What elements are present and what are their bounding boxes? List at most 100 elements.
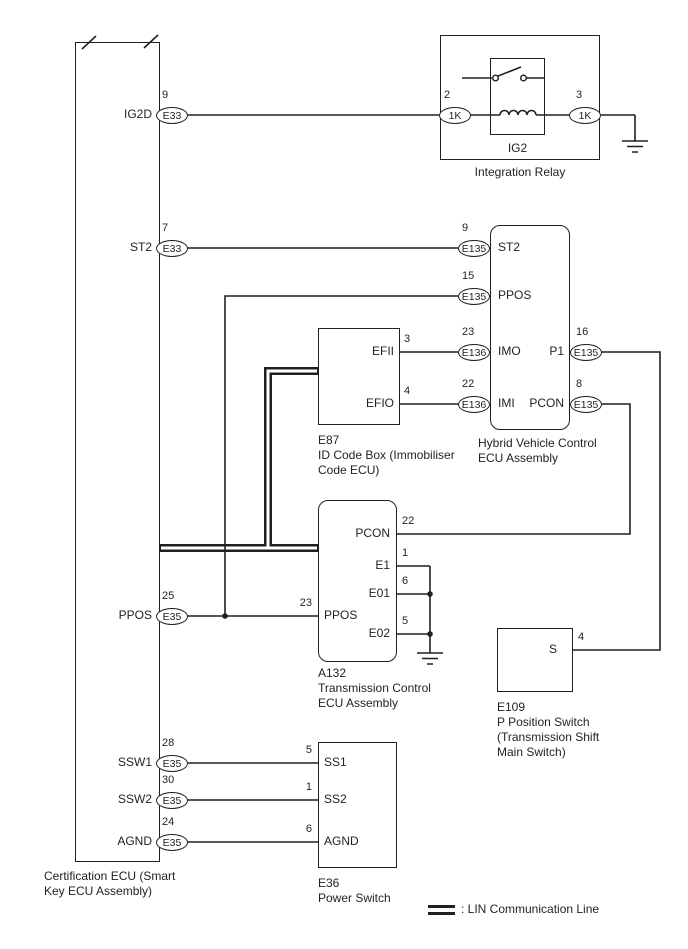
relay-switch-blade bbox=[497, 66, 522, 77]
wire-tcu-grounds bbox=[397, 565, 431, 653]
tcu-pin-pcon-number: 22 bbox=[402, 515, 415, 527]
relay-coil bbox=[499, 109, 537, 116]
ground-symbol-tcu bbox=[417, 652, 443, 665]
power-switch-box bbox=[318, 742, 397, 868]
hybrid-pin-p1-number: 16 bbox=[576, 326, 589, 338]
p-position-switch-box bbox=[497, 628, 573, 692]
relay-pin2-oval: 1K bbox=[439, 107, 471, 124]
relay-pin3-oval: 1K bbox=[569, 107, 601, 124]
relay-ig2-label: IG2 bbox=[507, 141, 528, 155]
lin-communication-line-core bbox=[161, 369, 317, 550]
cert-label-line2: Key ECU Assembly) bbox=[44, 884, 153, 898]
tcu-pin-e1-name: E1 bbox=[375, 558, 390, 572]
pswitch-s-label: S bbox=[549, 642, 558, 656]
tcu-pin-e02-name: E02 bbox=[368, 626, 390, 640]
junction-dot-e02 bbox=[427, 631, 433, 637]
cert-pin-agnd-name: AGND bbox=[117, 834, 152, 848]
hybrid-label-line1: Hybrid Vehicle Control bbox=[478, 436, 597, 450]
pswitch-label-line1: P Position Switch bbox=[497, 715, 590, 729]
idcode-label-line1: ID Code Box (Immobiliser bbox=[318, 448, 455, 462]
powerswitch-pin-ss1-number: 5 bbox=[305, 744, 312, 756]
hybrid-pin-ppos-name: PPOS bbox=[498, 288, 532, 302]
cert-pin-st2-number: 7 bbox=[162, 222, 169, 234]
pswitch-label-line3: Main Switch) bbox=[497, 745, 566, 759]
hybrid-conn-p1-oval: E135 bbox=[570, 344, 602, 361]
tcu-code: A132 bbox=[318, 666, 347, 680]
hybrid-pin-p1-name: P1 bbox=[549, 344, 564, 358]
relay-internal-wires bbox=[462, 77, 636, 141]
powerswitch-pin-ss1-name: SS1 bbox=[324, 755, 347, 769]
cert-pin-ssw2-name: SSW2 bbox=[117, 792, 152, 806]
hybrid-conn-st2-oval: E135 bbox=[458, 240, 490, 257]
hybrid-conn-pcon-oval: E135 bbox=[570, 396, 602, 413]
hybrid-conn-imo-oval: E136 bbox=[458, 344, 490, 361]
junction-dot-e01 bbox=[427, 591, 433, 597]
cert-conn-ssw2-oval: E35 bbox=[156, 792, 188, 809]
hybrid-pin-pcon-number: 8 bbox=[576, 378, 583, 390]
hybrid-pin-imo-name: IMO bbox=[498, 344, 521, 358]
powerswitch-pin-agnd-number: 6 bbox=[305, 823, 312, 835]
powerswitch-pin-agnd-name: AGND bbox=[324, 834, 359, 848]
hybrid-conn-ppos-oval: E135 bbox=[458, 288, 490, 305]
idcode-pin-efii-number: 3 bbox=[404, 333, 411, 345]
idcode-pin-efio-name: EFIO bbox=[365, 396, 394, 410]
wire-ppos bbox=[188, 295, 458, 617]
relay-symbol-box bbox=[490, 58, 545, 135]
junction-dot-ppos bbox=[222, 613, 228, 619]
idcode-code: E87 bbox=[318, 433, 340, 447]
cert-pin-ssw1-name: SSW1 bbox=[117, 755, 152, 769]
relay-pin2-number: 2 bbox=[444, 89, 451, 101]
powerswitch-pin-ss2-number: 1 bbox=[305, 781, 312, 793]
relay-contact-left bbox=[492, 74, 500, 82]
hybrid-pin-pcon-name: PCON bbox=[529, 396, 564, 410]
pswitch-pin-number: 4 bbox=[578, 631, 585, 643]
lin-line-legend-label: : LIN Communication Line bbox=[461, 902, 600, 916]
hybrid-pin-st2-number: 9 bbox=[462, 222, 469, 234]
tcu-pin-e1-number: 1 bbox=[402, 547, 409, 559]
tcu-pin-ppos-number: 23 bbox=[299, 597, 312, 609]
id-code-box bbox=[318, 328, 400, 425]
integration-relay-label: Integration Relay bbox=[474, 165, 566, 179]
hybrid-pin-imo-number: 23 bbox=[462, 326, 475, 338]
cert-pin-st2-name: ST2 bbox=[129, 240, 152, 254]
cert-label-line1: Certification ECU (Smart bbox=[44, 869, 176, 883]
tcu-label-line2: ECU Assembly bbox=[318, 696, 399, 710]
tcu-pin-e01-number: 6 bbox=[402, 575, 409, 587]
lin-line-legend-swatch bbox=[428, 905, 455, 915]
cert-pin-ig2d-number: 9 bbox=[162, 89, 169, 101]
lin-communication-line bbox=[160, 367, 318, 552]
cert-pin-ppos-name: PPOS bbox=[118, 608, 152, 622]
tcu-pin-e02-number: 5 bbox=[402, 615, 409, 627]
hybrid-conn-imi-oval: E136 bbox=[458, 396, 490, 413]
ground-symbol-relay bbox=[622, 140, 648, 153]
hybrid-pin-ppos-number: 15 bbox=[462, 270, 475, 282]
hybrid-pin-imi-name: IMI bbox=[498, 396, 515, 410]
tcu-pin-e01-name: E01 bbox=[368, 586, 390, 600]
tcu-pin-pcon-name: PCON bbox=[355, 526, 390, 540]
relay-pin3-number: 3 bbox=[576, 89, 583, 101]
cert-conn-ig2d-oval: E33 bbox=[156, 107, 188, 124]
cert-pin-ssw2-number: 30 bbox=[162, 774, 175, 786]
cert-pin-agnd-number: 24 bbox=[162, 816, 175, 828]
cert-pin-ppos-number: 25 bbox=[162, 590, 175, 602]
certification-ecu-box bbox=[75, 42, 160, 862]
idcode-pin-efii-name: EFII bbox=[371, 344, 394, 358]
powerswitch-pin-ss2-name: SS2 bbox=[324, 792, 347, 806]
wire-p1-to-pswitch bbox=[573, 351, 661, 651]
hybrid-label-line2: ECU Assembly bbox=[478, 451, 559, 465]
cert-pin-ssw1-number: 28 bbox=[162, 737, 175, 749]
hybrid-pin-st2-name: ST2 bbox=[498, 240, 521, 254]
tcu-pin-ppos-name: PPOS bbox=[324, 608, 358, 622]
cert-pin-ig2d-name: IG2D bbox=[123, 107, 152, 121]
pswitch-code: E109 bbox=[497, 700, 526, 714]
relay-contact-right bbox=[520, 74, 528, 82]
powerswitch-label: Power Switch bbox=[318, 891, 391, 905]
cert-conn-st2-oval: E33 bbox=[156, 240, 188, 257]
cert-conn-ppos-oval: E35 bbox=[156, 608, 188, 625]
pswitch-label-line2: (Transmission Shift bbox=[497, 730, 600, 744]
cert-box-break-marks bbox=[81, 34, 159, 50]
hybrid-ecu-box bbox=[490, 225, 570, 430]
cert-conn-ssw1-oval: E35 bbox=[156, 755, 188, 772]
idcode-label-line2: Code ECU) bbox=[318, 463, 380, 477]
